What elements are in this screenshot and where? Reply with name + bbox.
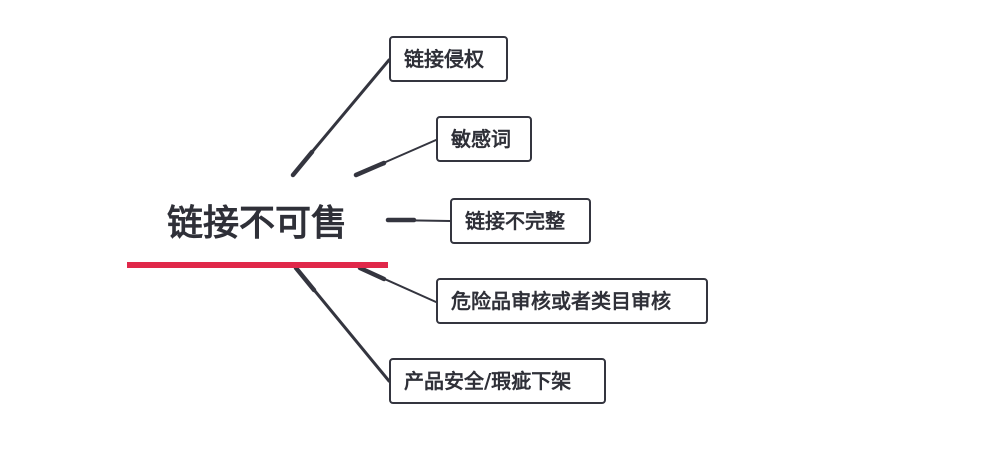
connector-branch-2 xyxy=(353,139,437,178)
connector-branch-5 xyxy=(293,265,391,383)
root-topic[interactable]: 链接不可售 xyxy=(166,203,347,244)
branch-node-4[interactable]: 危险品审核或者类目审核 xyxy=(436,278,708,324)
branch-node-1[interactable]: 链接侵权 xyxy=(389,36,508,82)
root-underline xyxy=(127,262,388,268)
branch-node-5[interactable]: 产品安全/瑕疵下架 xyxy=(389,358,606,404)
branch-node-2[interactable]: 敏感词 xyxy=(436,116,532,162)
connector-branch-1 xyxy=(290,58,391,178)
connector-branch-3 xyxy=(385,217,451,223)
branch-node-3[interactable]: 链接不完整 xyxy=(450,198,591,244)
connector-branch-4 xyxy=(357,265,437,303)
